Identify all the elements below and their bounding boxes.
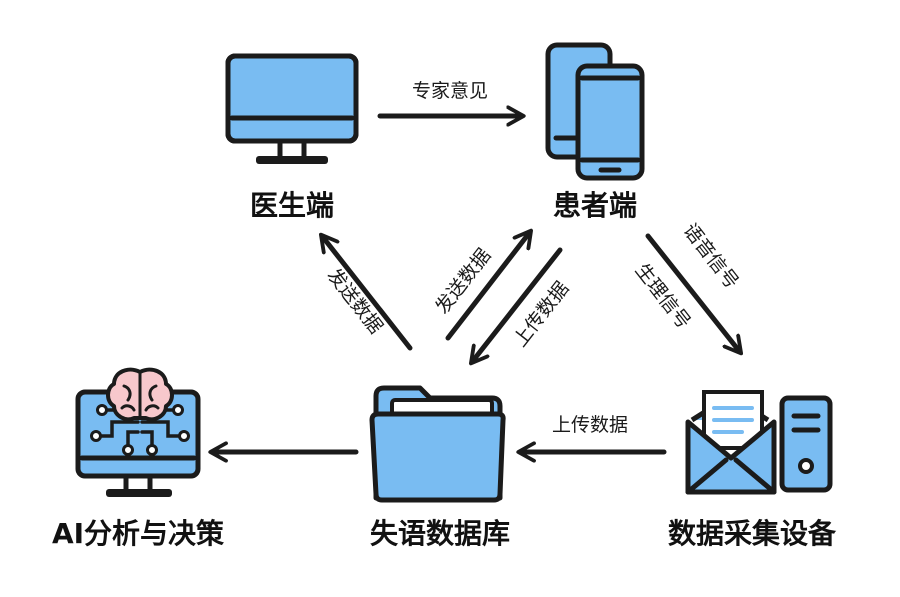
arrow-db-to-patient [445, 232, 530, 341]
node-doctor-label: 医生端 [250, 189, 334, 222]
desktop-monitor-icon [225, 53, 359, 164]
smartphones-icon [545, 42, 645, 181]
edge-label-upload-data-collector: 上传数据 [552, 414, 628, 436]
edge-label-upload-data-patient: 上传数据 [509, 278, 573, 351]
node-ai-label: AI分析与决策 [52, 517, 224, 550]
edge-label-physio-signal: 生理信号 [631, 260, 695, 333]
ai-brain-monitor-icon [75, 367, 201, 497]
edge-label-voice-signal: 语音信号 [679, 220, 743, 293]
pc-tower-icon [779, 395, 833, 493]
edge-label-expert-opinion: 专家意见 [412, 80, 488, 102]
folder-icon [369, 385, 506, 503]
edge-label-send-data-patient: 发送数据 [431, 245, 495, 318]
node-collector-label: 数据采集设备 [668, 517, 837, 550]
arrow-patient-to-db [472, 247, 563, 362]
arrow-db-to-doctor [322, 236, 413, 351]
node-database-label: 失语数据库 [370, 517, 510, 550]
envelope-letter-icon [685, 390, 777, 495]
node-patient-label: 患者端 [553, 189, 637, 222]
arrow-patient-to-collector [645, 233, 740, 352]
